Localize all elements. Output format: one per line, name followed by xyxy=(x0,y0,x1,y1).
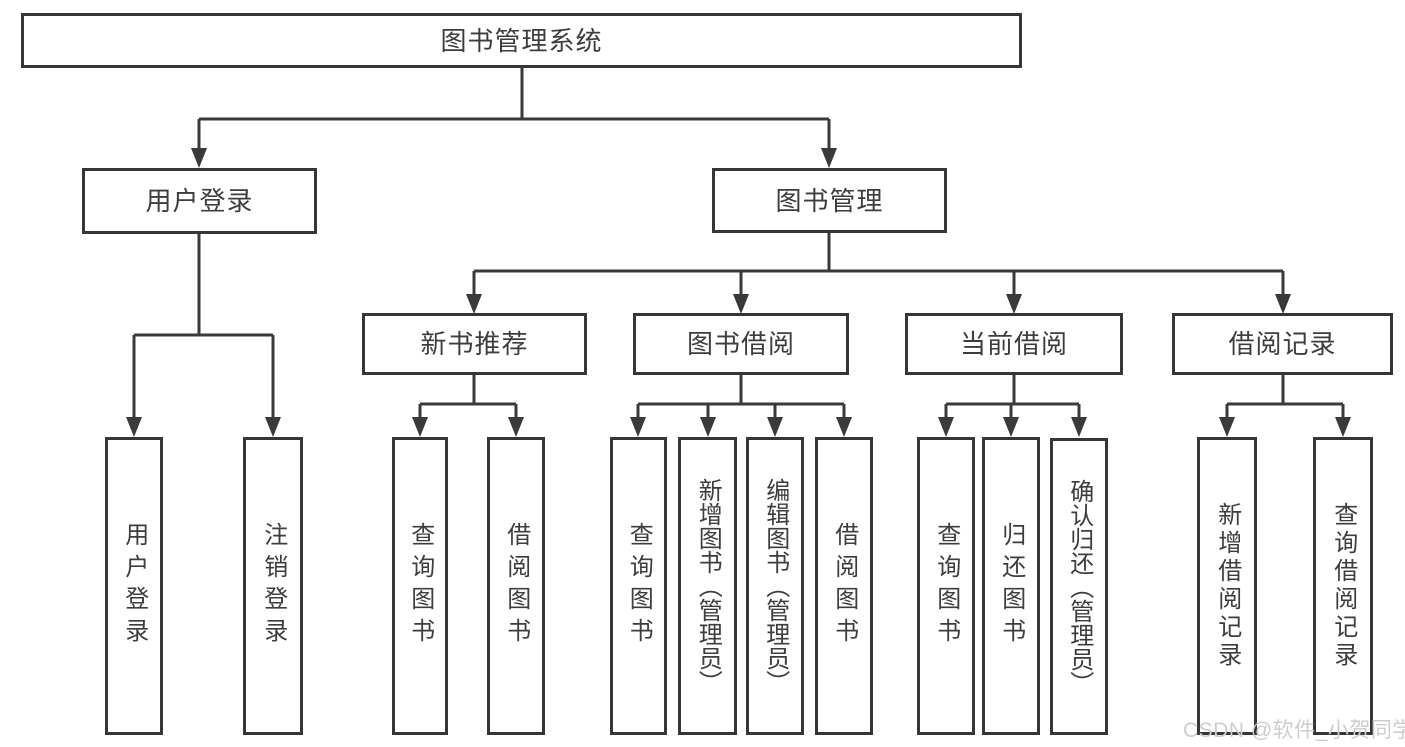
leaf-user-login: 用户登录 xyxy=(105,437,163,735)
watermark: CSDN @软件_小贺同学 xyxy=(1183,719,1405,742)
node-borrowing-records: 借阅记录 xyxy=(1172,313,1393,375)
leaf-confirm-return-admin: 确认归还（管理员） xyxy=(1050,438,1108,735)
node-library-management-system: 图书管理系统 xyxy=(21,13,1022,68)
node-user-login: 用户登录 xyxy=(82,168,317,234)
leaf-query-borrow-record: 查询借阅记录 xyxy=(1313,437,1373,735)
leaf-add-borrow-record: 新增借阅记录 xyxy=(1197,437,1257,735)
leaf-return-books: 归还图书 xyxy=(982,437,1040,735)
leaf-logout: 注销登录 xyxy=(243,437,303,735)
leaf-add-book-admin: 新增图书（管理员） xyxy=(678,437,737,735)
leaf-edit-book-admin: 编辑图书（管理员） xyxy=(746,437,804,735)
leaf-query-books-current: 查询图书 xyxy=(917,437,975,735)
leaf-borrow-books-recommend: 借阅图书 xyxy=(487,437,545,735)
node-book-borrowing: 图书借阅 xyxy=(633,313,849,375)
leaf-query-books-borrowing: 查询图书 xyxy=(610,437,667,735)
node-book-management: 图书管理 xyxy=(712,168,947,233)
node-current-borrowing: 当前借阅 xyxy=(905,313,1123,375)
leaf-query-books-recommend: 查询图书 xyxy=(392,437,448,735)
leaf-borrow-books-borrowing: 借阅图书 xyxy=(815,437,873,735)
node-new-book-recommendation: 新书推荐 xyxy=(362,313,587,375)
